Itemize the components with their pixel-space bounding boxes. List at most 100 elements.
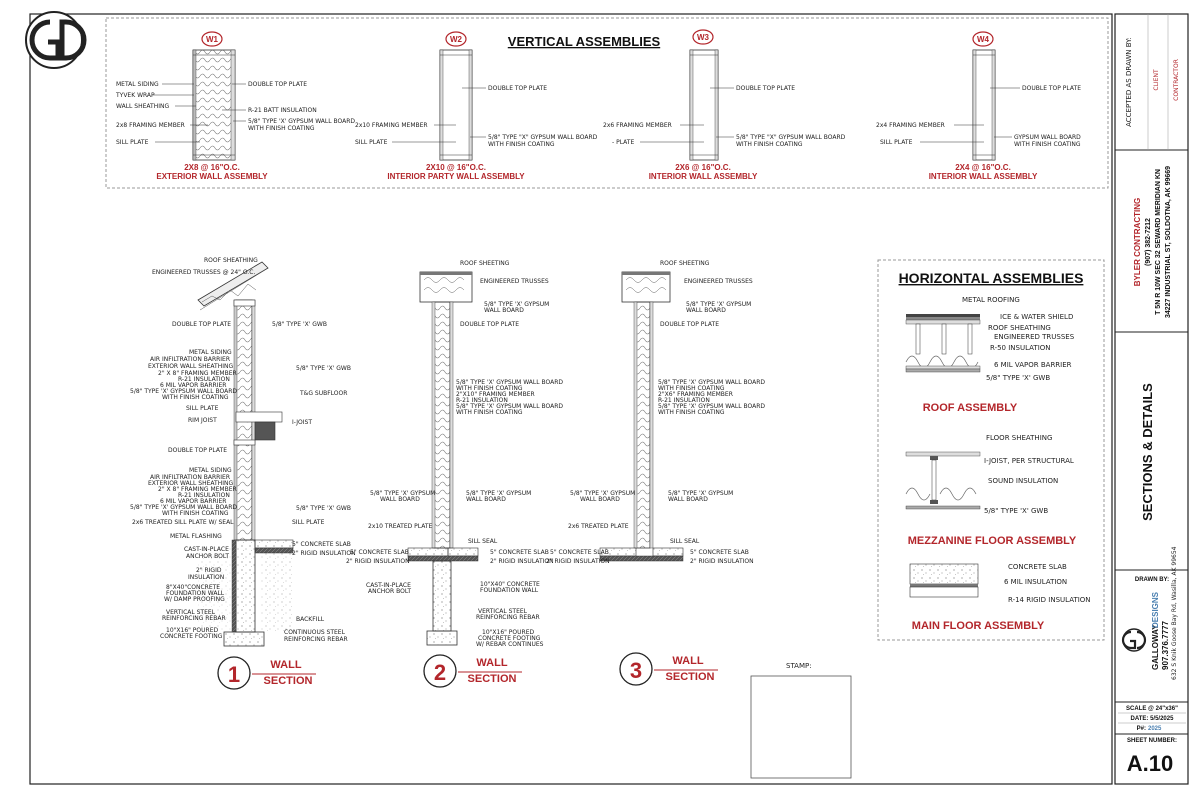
roof-label: ENGINEERED TRUSSES [994,333,1075,341]
s1-label: REINFORCING REBAR [162,615,226,622]
s2-label: WALL BOARD [466,496,506,503]
s2-label: ROOF SHEETING [460,260,510,267]
s1-label: RIM JOIST [188,417,217,424]
s1-label: VERTICAL STEEL [166,609,216,616]
s2-label: R-21 INSULATION [456,397,508,404]
s1-label: DOUBLE TOP PLATE [172,321,231,328]
main-floor-assembly-name: MAIN FLOOR ASSEMBLY [912,620,1045,632]
s1-label: AIR INFILTRATION BARRIER [150,356,230,363]
s2-label: 2"X10" FRAMING MEMBER [456,391,535,398]
s1-label: 5/8" TYPE 'X' GYPSUM WALL BOARD [130,388,237,395]
w3-label: WITH FINISH COATING [736,141,803,148]
s2-number: 2 [434,660,446,685]
s1-label: T&G SUBFLOOR [299,390,347,397]
w1-label: SILL PLATE [116,139,149,146]
roof-label: ICE & WATER SHIELD [1000,313,1073,321]
s3-label: 5/8" TYPE 'X' GYPSUM [686,301,751,308]
stamp-label: STAMP: [786,662,812,670]
s1-label: DOUBLE TOP PLATE [168,447,227,454]
mezzanine-label: SOUND INSULATION [988,477,1058,485]
s2-label: 5/8" TYPE 'X' GYPSUM [466,490,531,497]
s1-label: 5" CONCRETE SLAB [292,541,351,548]
title-block-border [1114,13,1189,785]
company-phone: (907) 382-7212 [1145,218,1152,266]
s2-label: CAST-IN-PLACE [366,582,411,589]
s3-label: 5/8" TYPE 'X' GYPSUM WALL BOARD [658,379,765,386]
title-block: ACCEPTED AS DRAWN BY: CLIENT CONTRACTOR … [1115,14,1188,776]
w4-label: DOUBLE TOP PLATE [1022,85,1081,92]
main-floor-label: R-14 RIGID INSULATION [1008,596,1091,604]
s3-label: R-21 INSULATION [658,397,710,404]
s3-label: 2" RIGID INSULATION [690,558,754,565]
s3-label: 5" CONCRETE SLAB [690,549,749,556]
w1-label: WITH FINISH COATING [248,125,315,132]
w1-label: WALL SHEATHING [116,103,169,110]
wall-section-3: ROOF SHEETING ENGINEERED TRUSSES 5/8" TY… [546,260,765,686]
s2-label: ENGINEERED TRUSSES [480,278,549,285]
s1-label: 2" X 8" FRAMING MEMBER [158,486,237,493]
s1-label: WITH FINISH COATING [162,394,229,401]
s3-label: 5" CONCRETE SLAB [550,549,609,556]
w4-label: GYPSUM WALL BOARD [1014,134,1081,141]
w3-assembly: W3 2x6 FRAMING MEMBER - PLATE DOUBLE TOP… [603,29,846,181]
vertical-leaders [152,83,1020,143]
s2-label: FOUNDATION WALL [480,587,539,594]
w3-label: 5/8" TYPE "X" GYPSUM WALL BOARD [736,134,846,141]
s1-label: 2" RIGID INSULATION [292,550,356,557]
s2-label: WALL BOARD [380,496,420,503]
s2-label: 5/8" TYPE 'X' GYPSUM [370,490,435,497]
roof-assembly: METAL ROOFING ICE & WATER SHIELD ROOF SH… [905,296,1075,414]
s1-label: BACKFILL [296,616,325,623]
roof-label: METAL ROOFING [962,296,1020,304]
s2-label: DOUBLE TOP PLATE [460,321,519,328]
s3-label: WITH FINISH COATING [658,385,725,392]
s1-label: CONCRETE FOOTING [160,633,223,640]
w2-tag: W2 [450,35,463,44]
s1-label: ROOF SHEATHING [204,257,258,264]
s1-label: METAL SIDING [189,467,232,474]
w4-assembly: W4 2x4 FRAMING MEMBER SILL PLATE DOUBLE … [876,31,1081,181]
wall-section-2: ROOF SHEETING ENGINEERED TRUSSES 5/8" TY… [346,260,563,688]
firm-name: GALLOWAY [1151,624,1160,670]
s1-label: R-21 INSULATION [178,492,230,499]
mezzanine-label: FLOOR SHEATHING [986,434,1052,442]
stamp-box [750,675,852,779]
s3-label: WALL BOARD [686,307,726,314]
s1-label: 10"X16" POURED [166,627,218,634]
gd-logo-icon [25,11,87,69]
s1-label: REINFORCING REBAR [284,636,348,643]
s3-label: 5/8" TYPE 'X' GYPSUM [668,490,733,497]
w1-label: TYVEK WRAP [115,92,155,99]
w2-label: SILL PLATE [355,139,388,146]
company-name: BYLER CONTRACTING [1133,198,1142,286]
s1-label: SILL PLATE [292,519,325,526]
w2-label: DOUBLE TOP PLATE [488,85,547,92]
w2-spec: 2X10 @ 16"O.C. [426,163,486,172]
s3-subtitle: SECTION [666,671,715,683]
w1-label: METAL SIDING [116,81,159,88]
s2-label: 5/8" TYPE 'X' GYPSUM WALL BOARD [456,403,563,410]
s1-label: 2x6 TREATED SILL PLATE W/ SEAL [132,519,234,526]
s1-label: EXTERIOR WALL SHEATHING [148,480,233,487]
w4-label: SILL PLATE [880,139,913,146]
s3-label: SILL SEAL [670,538,700,545]
s3-number: 3 [630,658,642,683]
s3-title: WALL [672,655,703,667]
s2-label: W/ REBAR CONTINUES [476,641,544,648]
s3-label: 2x6 TREATED PLATE [568,523,629,530]
s1-label: METAL SIDING [189,349,232,356]
w2-label: 2x10 FRAMING MEMBER [355,122,428,129]
mezzanine-assembly-name: MEZZANINE FLOOR ASSEMBLY [908,535,1077,547]
s2-title: WALL [476,657,507,669]
s2-label: 2" RIGID INSULATION [346,558,410,565]
s2-label: WITH FINISH COATING [456,385,523,392]
s2-label: ANCHOR BOLT [368,588,411,595]
w2-assembly: W2 2x10 FRAMING MEMBER SILL PLATE DOUBLE… [355,31,598,181]
s2-label: WITH FINISH COATING [456,409,523,416]
horizontal-assemblies-frame [877,259,1105,641]
s1-title: WALL [270,659,301,671]
w1-label: R-21 BATT INSULATION [248,107,317,114]
mezzanine-assembly: FLOOR SHEATHING I-JOIST, PER STRUCTURAL … [905,434,1077,547]
s3-label: WALL BOARD [668,496,708,503]
w4-label: WITH FINISH COATING [1014,141,1081,148]
